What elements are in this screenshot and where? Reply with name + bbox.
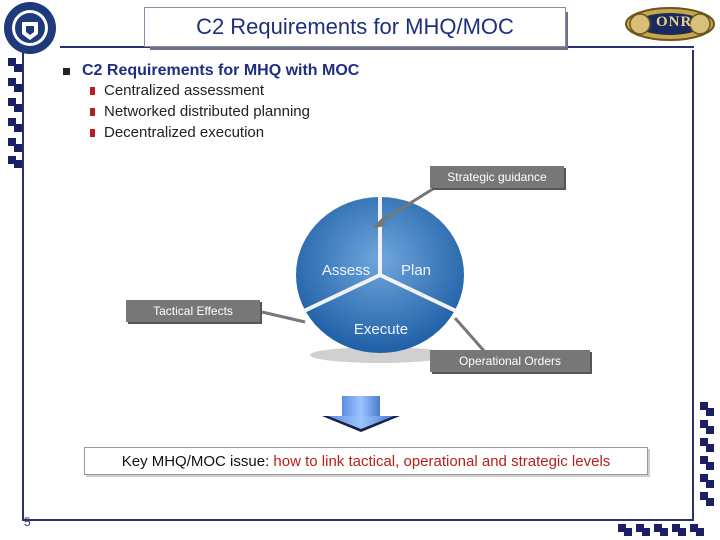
frame-bottom-line: [22, 519, 694, 521]
sub-bullet-text: Networked distributed planning: [104, 103, 310, 120]
key-issue-prefix: Key MHQ/MOC issue:: [121, 452, 274, 470]
tactical-connector: [261, 310, 306, 324]
sub-bullet-marker: [90, 129, 95, 137]
divider-left: [303, 273, 381, 313]
main-bullet-text: C2 Requirements for MHQ with MOC: [82, 62, 360, 79]
university-seal-logo: [4, 2, 56, 54]
onr-logo: ONR: [624, 4, 716, 44]
tactical-effects-label: Tactical Effects: [126, 300, 260, 322]
cycle-shadow: [310, 347, 450, 363]
down-arrow-icon: [322, 396, 400, 432]
main-bullet-marker: [63, 68, 70, 75]
slide-title: C2 Requirements for MHQ/MOC: [144, 7, 566, 47]
onr-logo-text: ONR: [656, 14, 693, 30]
strategic-connector: [379, 185, 437, 224]
key-issue-highlight: how to link tactical, operational and st…: [273, 452, 611, 470]
cycle-execute-label: Execute: [354, 321, 408, 338]
operational-connector: [453, 317, 487, 353]
strategic-guidance-label: Strategic guidance: [430, 166, 564, 188]
sub-bullet-text: Decentralized execution: [104, 124, 265, 141]
frame-left-line: [22, 46, 24, 520]
cycle-assess-label: Assess: [322, 262, 370, 279]
divider-right: [379, 273, 457, 313]
key-issue-box: Key MHQ/MOC issue: how to link tactical,…: [84, 447, 648, 475]
sub-bullet-marker: [90, 87, 95, 95]
onr-emblem-icon: [625, 7, 715, 41]
frame-right-line: [692, 50, 694, 520]
strategic-arrowhead: [372, 218, 386, 228]
sub-bullet-marker: [90, 108, 95, 116]
assess-plan-execute-cycle: Assess Plan Execute: [296, 197, 464, 363]
operational-orders-label: Operational Orders: [430, 350, 590, 372]
page-number: 5: [24, 515, 31, 529]
cycle-plan-label: Plan: [401, 262, 431, 279]
sub-bullet-text: Centralized assessment: [104, 82, 265, 99]
